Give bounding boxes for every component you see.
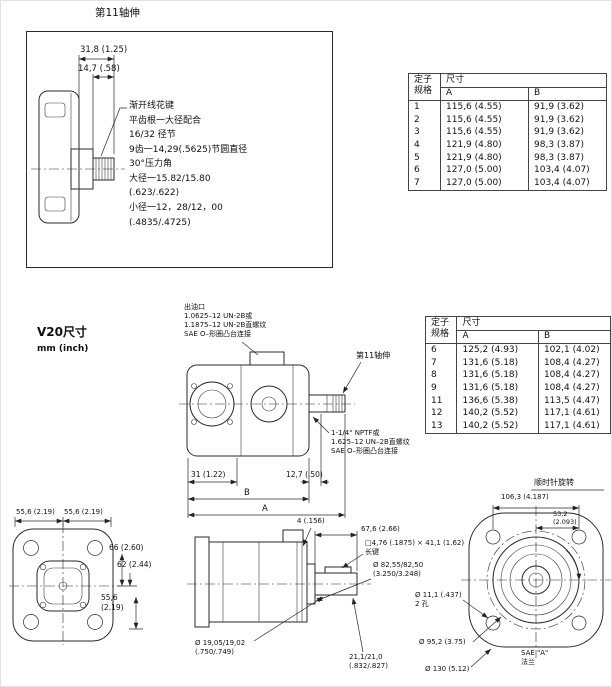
table1-col-a: A [440,87,529,102]
dim-bolt-circle: Ø 95,2 (3.75) [419,638,466,646]
shaft-extension-label: 第11轴伸 [356,351,391,360]
table-row: 5 121,9 (4.80) 98,3 (3.87) [408,152,607,165]
dim-pilot-diameter: Ø 82,55/82,50 (3.250/3.248) [373,561,424,579]
dim-b-label: B [244,488,250,498]
table-row: 6 125,2 (4.93) 102,1 (4.02) [425,343,611,358]
dim-spline-length: 14,7 (.58) [78,64,120,74]
dim-556-bottom: 55,6 (2.19) [101,593,124,612]
table-row: 3 115,6 (4.55) 91,9 (3.62) [408,126,607,140]
v20-title: V20尺寸 [37,325,87,339]
dim-106-3: 106,3 (4.187) [501,493,549,501]
table2-col-b: B [537,330,611,345]
dim-67-6: 67,6 (2.66) [361,525,400,533]
table-row: 7 127,0 (5.00) 103,4 (4.07) [408,177,607,191]
outlet-port-note: 出油口 1.0625–12 UN-2B或 1.1875–12 UN-2B直螺纹 … [184,303,267,339]
table-row: 6 127,0 (5.00) 103,4 (4.07) [408,164,607,178]
table-row: 11 136,6 (5.38) 113,5 (4.47) [425,395,611,408]
table1-col-b: B [528,87,607,102]
stator-size-table-1: 定子规格 尺寸 A B 1 115,6 (4.55) 91,9 (3.62) 2… [408,73,607,192]
dim-66: 66 (2.60) [109,543,144,552]
dim-a-label: A [262,504,268,514]
table-row: 4 121,9 (4.80) 98,3 (3.87) [408,139,607,153]
table2-col-a: A [456,330,539,345]
shaft-detail-drawing [26,31,333,268]
v20-unit: mm (inch) [37,344,89,354]
dim-4-groove: 4 (.156) [297,517,325,525]
table1-dim-header: 尺寸 [440,73,607,88]
table-row: 13 140,2 (5.52) 117,1 (4.61) [425,420,611,434]
table2-dim-header: 尺寸 [456,316,611,331]
dim-shaft-diameter: Ø 19,05/19,02 (.750/.749) [195,639,246,657]
rotation-direction-label: 顺时针旋转 [534,478,574,487]
dim-shaft-total-length: 31,8 (1.25) [80,45,128,55]
top-view-drawing [179,341,362,518]
table2-spec-header: 定子规格 [425,316,458,345]
inlet-port-note: 1-1/4" NPTF或 1.625–12 UN–2B直螺纹 SAE O–形圈凸… [331,429,410,456]
table-row: 12 140,2 (5.52) 117,1 (4.61) [425,407,611,421]
key-note: □4,76 (.1875) × 41,1 (1.62) 长键 [365,539,465,557]
dim-62: 62 (2.44) [117,560,152,569]
dim-12-7: 12,7 (.50) [286,470,323,479]
table-row: 7 131,6 (5.18) 108,4 (4.27) [425,357,611,370]
side-view-drawing [187,527,372,653]
dim-31: 31 (1.22) [191,470,226,479]
table-row: 1 115,6 (4.55) 91,9 (3.62) [408,100,607,115]
rear-view-drawing [461,489,611,668]
table-row: 9 131,6 (5.18) 108,4 (4.27) [425,382,611,396]
table-row: 8 131,6 (5.18) 108,4 (4.27) [425,369,611,383]
dim-556-top-left: 55,6 (2.19) [16,508,55,516]
table1-spec-header: 定子规格 [408,73,441,102]
shaft-detail-title: 第11轴伸 [95,7,140,19]
dim-mounting-holes: Ø 11,1 (.437) 2 孔 [415,591,462,609]
dim-556-top-right: 55,6 (2.19) [64,508,103,516]
dim-53-2: 53,2 (2.093) [553,510,577,527]
stator-size-table-2: 定子规格 尺寸 A B 6 125,2 (4.93) 102,1 (4.02) … [425,316,611,435]
dim-key-height: 21,1/21,0 (.832/.827) [349,653,388,671]
spline-spec-notes: 渐开线花键 平齿根一大径配合 16/32 径节 9齿一14,29(.5625)节… [129,101,248,228]
table-row: 2 115,6 (4.55) 91,9 (3.62) [408,114,607,127]
dim-outer-diameter: Ø 130 (5.12) [425,665,470,673]
sae-a-flange-label: SAE "A" 法兰 [521,649,549,667]
front-view-drawing [9,517,143,645]
